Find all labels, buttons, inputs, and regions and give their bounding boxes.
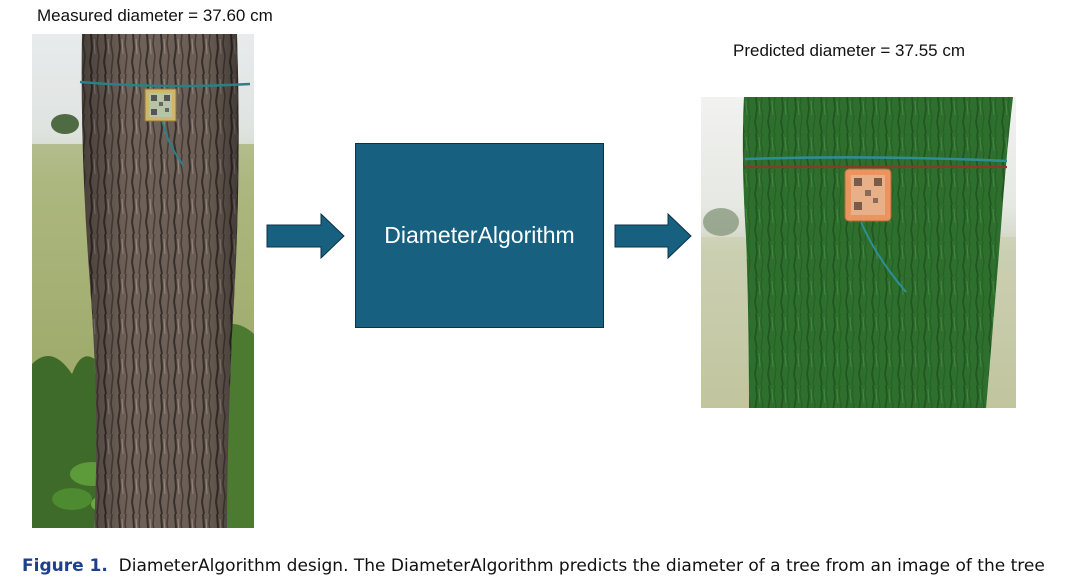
predicted-diameter-label: Predicted diameter = 37.55 cm	[733, 41, 965, 61]
measured-diameter-label: Measured diameter = 37.60 cm	[37, 6, 273, 26]
input-arrow-icon	[266, 213, 345, 259]
figure-caption-text: DiameterAlgorithm design. The DiameterAl…	[119, 556, 1045, 576]
segmented-tree-photo	[701, 97, 1016, 408]
segmented-tree-illustration	[701, 97, 1016, 408]
diameter-algorithm-label: DiameterAlgorithm	[384, 222, 574, 249]
output-arrow-icon	[614, 213, 692, 259]
input-tree-photo	[32, 34, 254, 528]
figure-caption: Figure 1. DiameterAlgorithm design. The …	[22, 556, 1045, 576]
figure-caption-label: Figure 1.	[22, 556, 108, 576]
diameter-algorithm-box: DiameterAlgorithm	[355, 143, 604, 328]
input-tree-illustration	[32, 34, 254, 528]
